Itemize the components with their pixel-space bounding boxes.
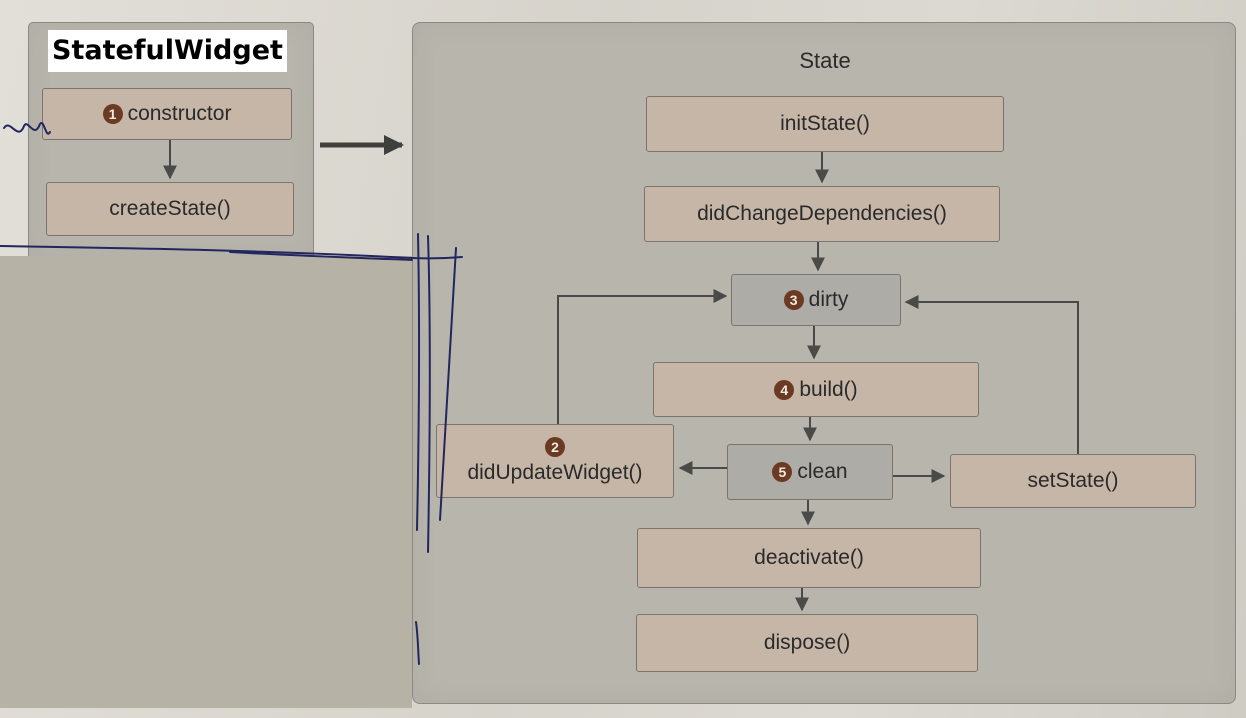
did-update-widget-label: didUpdateWidget() [467, 461, 643, 484]
did-update-widget-box: 2 didUpdateWidget() [436, 424, 674, 498]
covered-region [0, 256, 412, 708]
pen-horizontal-stroke-2 [229, 251, 413, 261]
step-5-badge: 5 [772, 462, 793, 482]
pen-vertical-stroke-1 [416, 233, 421, 531]
clean-box: 5 clean [727, 444, 893, 500]
dispose-label: dispose() [763, 631, 851, 654]
pen-scribble-left [3, 121, 51, 135]
arrow-set-state-to-dirty [904, 295, 1079, 454]
deactivate-label: deactivate() [754, 546, 864, 569]
pen-vertical-stroke-3 [439, 247, 457, 521]
stateful-widget-title: StatefulWidget [48, 30, 287, 72]
set-state-label: setState() [1027, 469, 1119, 492]
build-label: build() [799, 377, 858, 401]
did-change-dependencies-box: didChangeDependencies() [644, 186, 1000, 242]
create-state-box: createState() [46, 182, 294, 236]
dirty-box: 3 dirty [731, 274, 901, 326]
did-change-dependencies-label: didChangeDependencies() [697, 202, 947, 225]
step-2-badge: 2 [545, 437, 565, 457]
set-state-box: setState() [950, 454, 1196, 508]
step-4-badge: 4 [774, 379, 795, 400]
deactivate-box: deactivate() [637, 528, 981, 588]
init-state-label: initState() [780, 112, 870, 135]
dirty-label: dirty [808, 288, 849, 311]
arrow-did-update-widget-to-dirty [557, 289, 728, 424]
step-1-badge: 1 [102, 104, 123, 124]
init-state-box: initState() [646, 96, 1004, 152]
state-title: State [799, 48, 851, 73]
dispose-box: dispose() [636, 614, 978, 672]
pen-vertical-stroke-2 [427, 235, 431, 553]
clean-label: clean [797, 460, 848, 483]
constructor-box: 1 constructor [42, 88, 292, 140]
create-state-label: createState() [109, 197, 231, 220]
pen-mark-bottom [415, 621, 420, 665]
step-3-badge: 3 [783, 290, 804, 310]
pen-horizontal-stroke [0, 245, 463, 260]
constructor-label: constructor [127, 102, 232, 125]
build-box: 4 build() [653, 362, 979, 417]
